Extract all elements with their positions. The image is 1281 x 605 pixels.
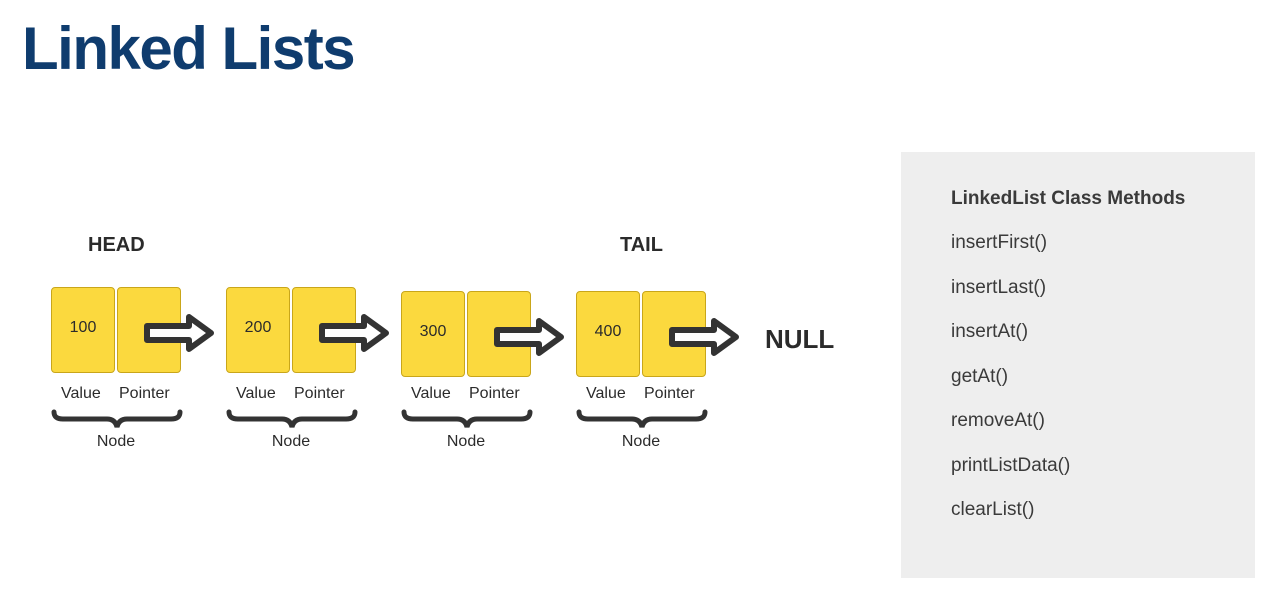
page-title: Linked Lists — [22, 15, 356, 82]
method-remove-at: removeAt() — [951, 410, 1045, 431]
node-value: 300 — [419, 323, 447, 340]
node-3: 300 Value Pointer Node — [401, 291, 564, 461]
value-label: Value — [61, 385, 101, 402]
node-1: 100 Value Pointer Node — [51, 287, 214, 457]
node-4: 400 Value Pointer Node — [576, 291, 739, 461]
node-label: Node — [271, 433, 311, 450]
node-label: Node — [621, 433, 661, 450]
value-cell — [51, 287, 115, 373]
panel-heading: LinkedList Class Methods — [951, 188, 1186, 209]
tail-label: TAIL — [620, 234, 663, 256]
node-brace-icon — [51, 409, 183, 428]
method-print-list-data: printListData() — [951, 455, 1071, 476]
method-clear-list: clearList() — [951, 499, 1035, 520]
node-value: 100 — [69, 319, 97, 336]
value-label: Value — [236, 385, 276, 402]
head-label: HEAD — [88, 234, 145, 256]
pointer-label: Pointer — [469, 385, 520, 402]
node-2: 200 Value Pointer Node — [226, 287, 389, 457]
node-brace-icon — [226, 409, 358, 428]
node-brace-icon — [401, 409, 533, 428]
pointer-arrow-icon — [319, 314, 389, 352]
node-label: Node — [446, 433, 486, 450]
node-brace-icon — [576, 409, 708, 428]
pointer-label: Pointer — [294, 385, 345, 402]
pointer-arrow-icon — [144, 314, 214, 352]
value-cell — [576, 291, 640, 377]
method-insert-last: insertLast() — [951, 277, 1047, 298]
value-cell — [401, 291, 465, 377]
node-label: Node — [96, 433, 136, 450]
pointer-label: Pointer — [119, 385, 170, 402]
null-terminator: NULL — [765, 324, 835, 354]
pointer-arrow-icon — [669, 318, 739, 356]
node-value: 400 — [594, 323, 622, 340]
method-insert-at: insertAt() — [951, 321, 1029, 342]
pointer-label: Pointer — [644, 385, 695, 402]
value-cell — [226, 287, 290, 373]
pointer-arrow-icon — [494, 318, 564, 356]
value-label: Value — [411, 385, 451, 402]
methods-panel: LinkedList Class Methods insertFirst() i… — [901, 152, 1255, 578]
method-insert-first: insertFirst() — [951, 232, 1048, 253]
node-value: 200 — [244, 319, 272, 336]
value-label: Value — [586, 385, 626, 402]
method-get-at: getAt() — [951, 366, 1009, 387]
